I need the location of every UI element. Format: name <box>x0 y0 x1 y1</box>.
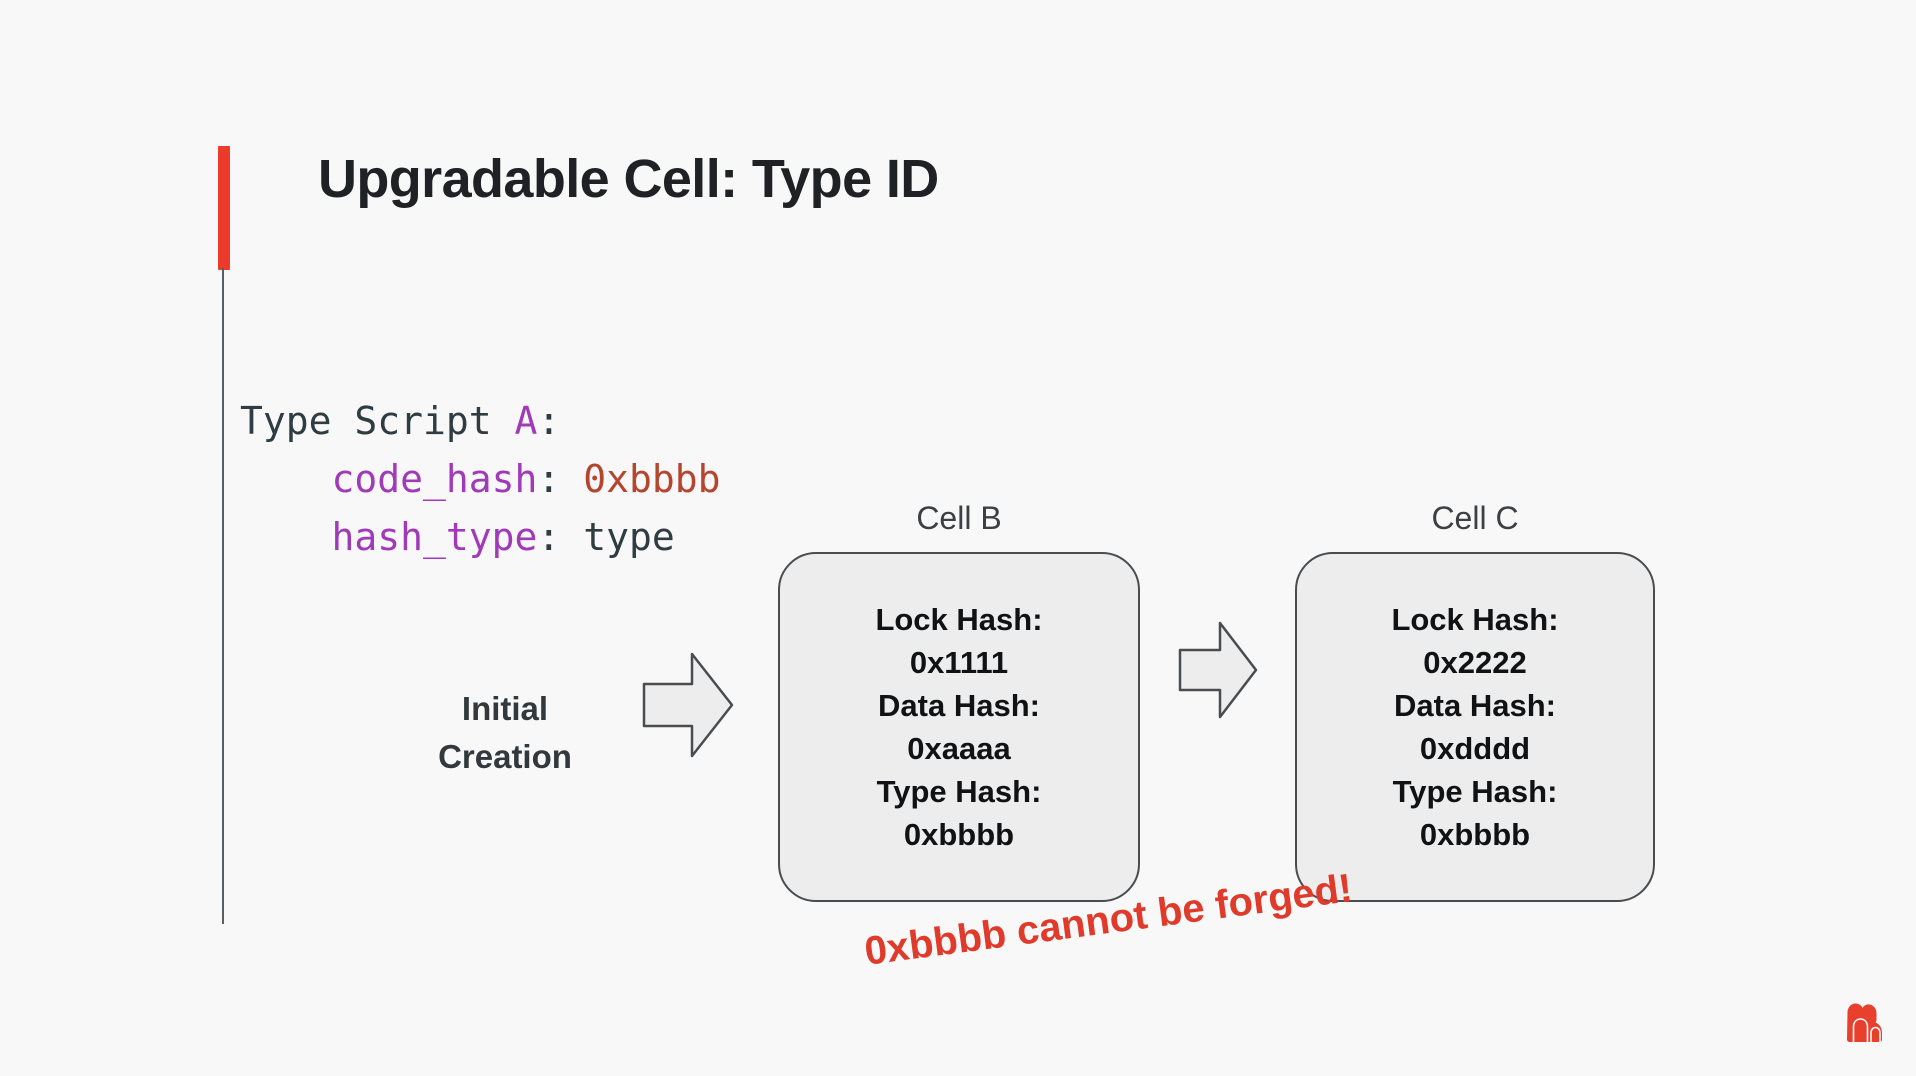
code-line-2: code_hash: 0xbbbb <box>240 450 721 508</box>
code-line-1: Type Script A: <box>240 392 720 450</box>
code-token-value: type <box>583 515 675 559</box>
code-token-colon: : <box>537 457 584 501</box>
cell-c-box[interactable]: Lock Hash: 0x2222 Data Hash: 0xdddd Type… <box>1295 552 1655 902</box>
nervos-gorilla-logo-icon <box>1838 998 1890 1050</box>
code-token-key: code_hash <box>331 457 538 501</box>
code-token-key: A <box>514 399 538 443</box>
code-line-3: hash_type: type <box>240 508 720 566</box>
cell-b-body: Lock Hash: 0x1111 Data Hash: 0xaaaa Type… <box>875 602 1043 852</box>
type-script-code-block: Type Script A: code_hash: 0xbbbb hash_ty… <box>240 276 720 682</box>
title-accent-bar <box>218 146 230 270</box>
block-arrow-right-icon-2 <box>1178 620 1258 720</box>
code-token-key: hash_type <box>331 515 538 559</box>
cell-c-body: Lock Hash: 0x2222 Data Hash: 0xdddd Type… <box>1391 602 1559 852</box>
initial-creation-label: Initial Creation <box>438 690 572 775</box>
block-arrow-right-icon-1 <box>642 650 734 760</box>
cell-c-title: Cell C <box>1431 500 1519 536</box>
cell-b-title: Cell B <box>916 500 1002 536</box>
code-token-value: 0xbbbb <box>583 457 721 501</box>
code-token-colon: : <box>537 515 584 559</box>
code-token-indent <box>240 457 332 501</box>
code-token-colon: : <box>537 399 561 443</box>
left-vertical-rule <box>222 268 224 924</box>
cell-b-box[interactable]: Lock Hash: 0x1111 Data Hash: 0xaaaa Type… <box>778 552 1140 902</box>
page-title: Upgradable Cell: Type ID <box>318 149 939 209</box>
code-token-plain: Type Script <box>240 399 515 443</box>
code-token-indent <box>240 515 332 559</box>
